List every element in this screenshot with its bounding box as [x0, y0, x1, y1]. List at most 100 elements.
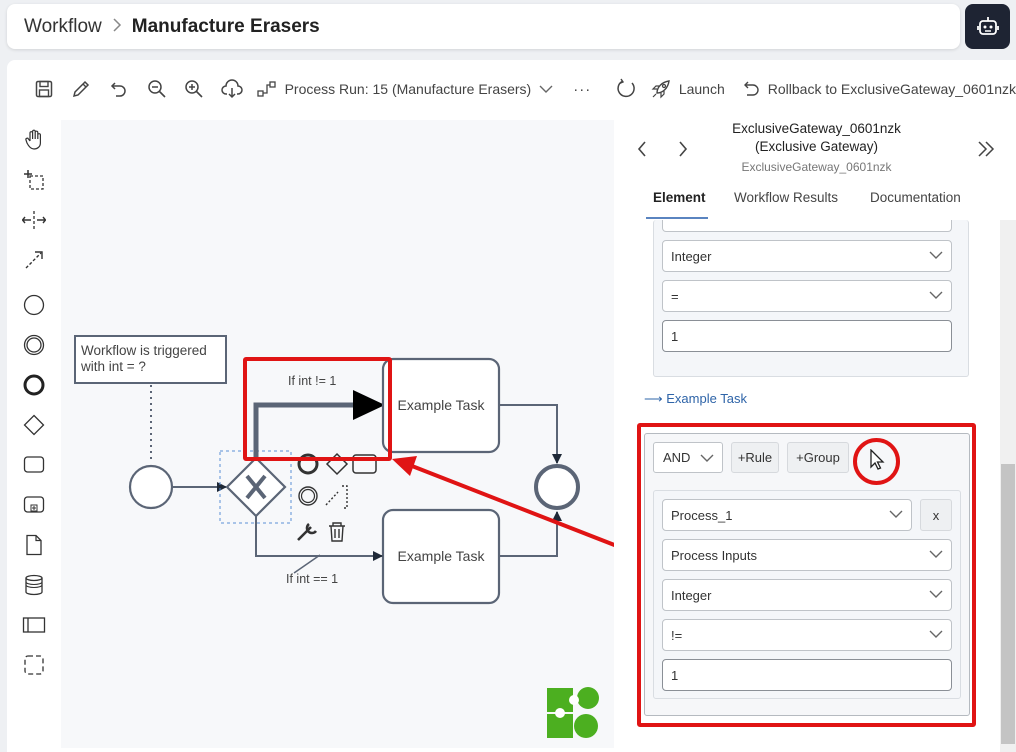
chevron-down-icon [929, 251, 943, 259]
robot-icon [976, 16, 999, 35]
rollback-icon [743, 81, 759, 96]
combinator-select[interactable]: AND [653, 442, 723, 473]
panel-header: ExclusiveGateway_0601nzk (Exclusive Gate… [614, 118, 1016, 220]
add-group-button[interactable]: +Group [787, 442, 849, 473]
more-options-button[interactable]: ··· [573, 80, 592, 98]
value-input-1[interactable]: 1 [662, 320, 952, 352]
highlight-box-flow [243, 357, 392, 461]
type-select-2[interactable]: Integer [662, 579, 952, 611]
sequence-flow-top[interactable] [253, 402, 378, 458]
sequence-flow-bottom[interactable] [255, 516, 383, 561]
sequence-flow[interactable] [499, 511, 562, 557]
page-title: Manufacture Erasers [131, 15, 320, 37]
text-annotation-icon[interactable] [325, 485, 348, 509]
hand-tool-icon[interactable] [21, 127, 47, 153]
launch-button[interactable]: Launch [651, 79, 725, 99]
connect-tool-icon[interactable] [21, 247, 47, 273]
annotation-line-1: Workflow is triggered [81, 343, 207, 358]
subprocess-icon[interactable] [21, 492, 47, 518]
annotation-text: Workflow is triggered with int = ? [81, 343, 207, 375]
data-object-icon[interactable] [21, 532, 47, 558]
tab-documentation[interactable]: Documentation [870, 190, 961, 205]
panel-title-line-1: ExclusiveGateway_0601nzk [732, 121, 901, 136]
previous-arrow-icon[interactable] [636, 140, 648, 163]
task-icon[interactable] [21, 452, 47, 478]
zoom-in-icon[interactable] [175, 74, 213, 104]
save-icon[interactable] [25, 74, 63, 104]
collapse-panel-icon[interactable] [976, 140, 996, 163]
chevron-down-icon [929, 291, 943, 299]
source-value: Process Inputs [671, 547, 757, 563]
arrow-right-icon: ⟶ [644, 391, 663, 406]
value-input-2[interactable]: 1 [662, 659, 952, 691]
intermediate-event-icon[interactable] [21, 332, 47, 358]
process-run-select[interactable]: Process Run: 15 (Manufacture Erasers) [256, 81, 554, 97]
active-tab-indicator [646, 217, 708, 219]
end-event-icon[interactable] [21, 372, 47, 398]
tab-element[interactable]: Element [653, 190, 706, 205]
highlight-arrow [411, 464, 641, 557]
undo-icon[interactable] [100, 74, 138, 104]
operator-value-2: != [671, 627, 683, 643]
rollback-button[interactable]: Rollback to ExclusiveGateway_0601nzk [743, 80, 1016, 98]
launch-label: Launch [678, 81, 725, 97]
clipped-field[interactable] [662, 220, 952, 232]
refresh-icon[interactable] [607, 74, 645, 104]
tool-palette [7, 118, 61, 748]
mouse-cursor-icon [870, 449, 885, 470]
chevron-down-icon [929, 630, 943, 638]
operator-select-2[interactable]: != [662, 619, 952, 651]
example-task-link-text: Example Task [666, 391, 747, 406]
append-task-icon[interactable] [352, 454, 377, 474]
panel-body [614, 220, 1016, 752]
source-select[interactable]: Process Inputs [662, 539, 952, 571]
highlight-box-rules [637, 423, 976, 727]
chevron-down-icon [929, 550, 943, 558]
rollback-label: Rollback to ExclusiveGateway_0601nzk [767, 81, 1016, 97]
next-arrow-icon[interactable] [677, 140, 689, 163]
operator-value-1: = [671, 288, 679, 304]
app-logo [547, 687, 599, 738]
arrowhead-icon [353, 390, 385, 420]
append-end-event-icon[interactable] [297, 453, 319, 475]
chevron-down-icon [539, 85, 553, 93]
value-text-2: 1 [671, 667, 679, 683]
highlight-circle [853, 438, 900, 485]
assistant-bot-button[interactable] [965, 4, 1010, 49]
breadcrumb-parent[interactable]: Workflow [24, 15, 102, 37]
trash-icon[interactable] [329, 522, 345, 542]
toolbar: Process Run: 15 (Manufacture Erasers) ··… [7, 60, 1016, 118]
append-intermediate-event-icon[interactable] [298, 486, 318, 506]
example-task-link[interactable]: ⟶ Example Task [644, 391, 747, 407]
start-event-icon[interactable] [21, 292, 47, 318]
annotation-line-2: with int = ? [81, 359, 146, 374]
zoom-out-icon[interactable] [138, 74, 176, 104]
wrench-icon[interactable] [297, 522, 318, 541]
type-select-1[interactable]: Integer [662, 240, 952, 272]
data-store-icon[interactable] [21, 572, 47, 598]
default-flow-marker [293, 554, 321, 574]
process-select[interactable]: Process_1 [662, 499, 912, 531]
remove-rule-button[interactable]: x [920, 499, 952, 531]
end-event[interactable] [534, 464, 580, 510]
chevron-down-icon [929, 590, 943, 598]
space-tool-icon[interactable] [21, 207, 47, 233]
value-text-1: 1 [671, 328, 679, 344]
add-rule-button[interactable]: +Rule [731, 442, 779, 473]
pool-icon[interactable] [21, 612, 47, 638]
type-value-1: Integer [671, 248, 712, 264]
start-event[interactable] [128, 464, 174, 510]
gateway-icon[interactable] [21, 412, 47, 438]
tab-workflow-results[interactable]: Workflow Results [734, 190, 839, 205]
task-label-bottom: Example Task [397, 548, 485, 564]
lasso-tool-icon[interactable] [21, 167, 47, 193]
text-annotation[interactable] [74, 335, 227, 384]
breadcrumb: Workflow Manufacture Erasers [7, 4, 960, 49]
sequence-flow[interactable] [499, 404, 562, 464]
scrollbar-thumb[interactable] [1001, 464, 1015, 744]
operator-select-1[interactable]: = [662, 280, 952, 312]
cloud-download-icon[interactable] [213, 74, 251, 104]
diagram-canvas[interactable] [61, 120, 614, 748]
pencil-icon[interactable] [63, 74, 101, 104]
